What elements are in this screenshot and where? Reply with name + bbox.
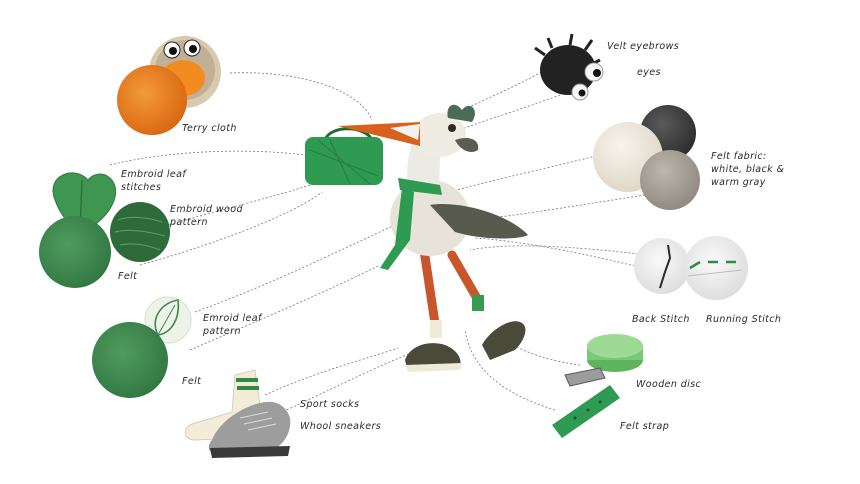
label-eyes: eyes — [637, 67, 661, 78]
wool-sneaker — [208, 401, 291, 458]
wood-pattern-swatch — [110, 202, 170, 262]
wooden-disc-swatch — [587, 334, 643, 372]
leaf-pattern-swatch — [144, 296, 192, 344]
connector-lines — [109, 69, 691, 421]
felt-eyebrow-swatch — [534, 33, 601, 95]
label-sport-socks: Sport socks — [300, 399, 360, 410]
label-felt-fabric: Felt fabric: white, black & warm gray — [711, 151, 785, 188]
label-wooden-disc: Wooden disc — [636, 379, 702, 390]
label-felt-top: Felt — [118, 271, 138, 282]
felt-swatch-bottom — [92, 322, 168, 398]
label-embroid-leaf-stitches: Embroid leaf stitches — [121, 169, 187, 193]
eyes-swatch — [571, 62, 604, 101]
label-whool-sneakers: Whool sneakers — [300, 421, 382, 432]
label-emroid-leaf-pattern: Emroid leaf pattern — [203, 313, 262, 337]
label-felt-strap: Felt strap — [620, 421, 670, 432]
label-back-stitch: Back Stitch — [632, 314, 690, 325]
stork-character — [338, 104, 528, 372]
felt-swatch-top — [39, 216, 111, 288]
green-bag — [305, 127, 383, 185]
terry-cloth-swatch — [117, 36, 221, 135]
label-velt-eyebrows: Velt eyebrows — [607, 41, 680, 52]
label-embroid-wood-pattern: Embroid wood pattern — [170, 204, 243, 228]
felt-strap-swatch — [552, 367, 620, 438]
label-felt-bottom: Felt — [182, 376, 202, 387]
running-stitch-swatch — [684, 236, 748, 300]
label-running-stitch: Running Stitch — [706, 314, 782, 325]
back-stitch-swatch — [634, 238, 690, 294]
felt-fabric-swatches — [593, 105, 700, 210]
label-terry-cloth: Terry cloth — [182, 123, 237, 134]
